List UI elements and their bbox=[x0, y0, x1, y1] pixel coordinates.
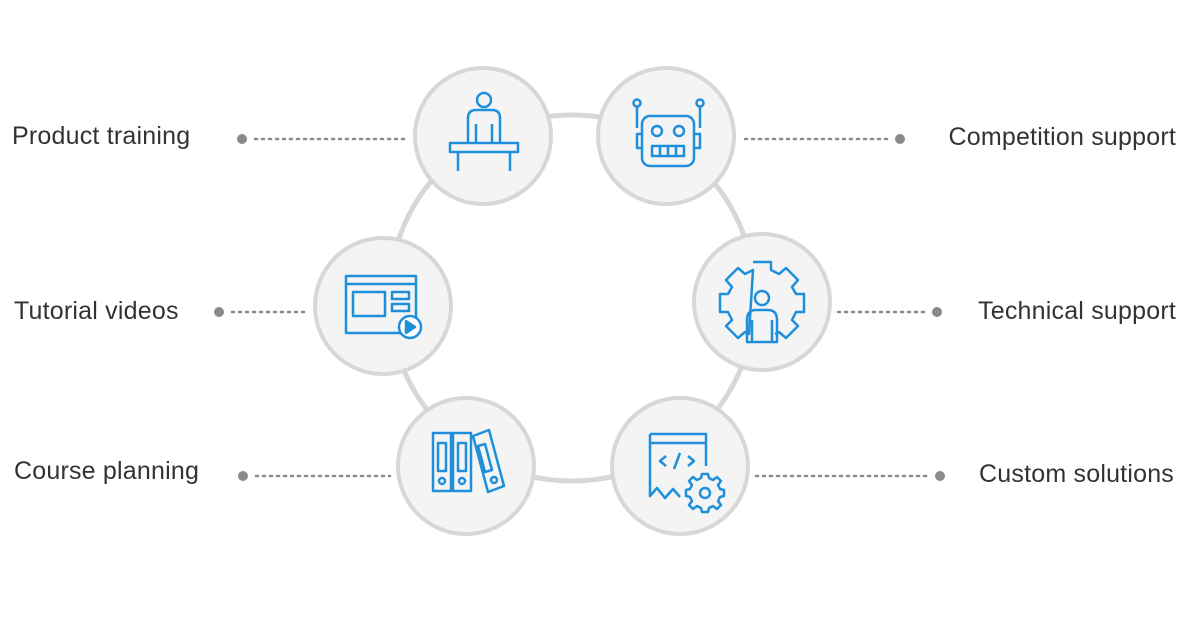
label-custom-solutions: Custom solutions bbox=[979, 460, 1174, 488]
connector-custom-solutions bbox=[754, 471, 945, 481]
label-tutorial-videos: Tutorial videos bbox=[14, 297, 179, 325]
connector-competition-support bbox=[743, 134, 905, 144]
gear-person-icon bbox=[718, 260, 806, 344]
connector-course-planning bbox=[238, 471, 392, 481]
label-product-training: Product training bbox=[12, 122, 191, 150]
code-document-gear-icon bbox=[648, 432, 726, 514]
label-technical-support: Technical support bbox=[978, 297, 1176, 325]
connector-tutorial-videos bbox=[214, 307, 308, 317]
node-custom-solutions bbox=[610, 396, 750, 536]
node-course-planning bbox=[396, 396, 536, 536]
node-tutorial-videos bbox=[313, 236, 453, 376]
label-course-planning: Course planning bbox=[14, 457, 200, 485]
connector-product-training bbox=[237, 134, 407, 144]
robot-icon bbox=[632, 98, 705, 168]
label-competition-support: Competition support bbox=[948, 123, 1176, 151]
node-technical-support bbox=[692, 232, 832, 372]
video-player-icon bbox=[344, 274, 423, 340]
person-at-desk-icon bbox=[448, 91, 520, 171]
binders-icon bbox=[431, 428, 506, 494]
node-competition-support bbox=[596, 66, 736, 206]
node-product-training bbox=[413, 66, 553, 206]
connector-technical-support bbox=[836, 307, 942, 317]
